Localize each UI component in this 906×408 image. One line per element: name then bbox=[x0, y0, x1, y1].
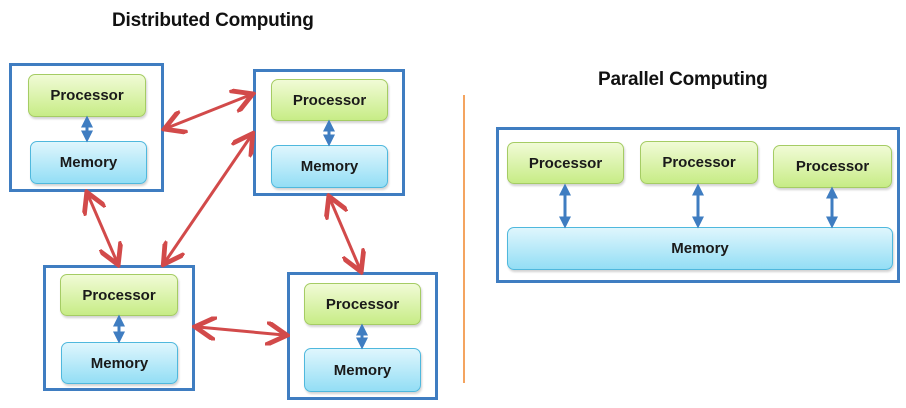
processor-box: Processor bbox=[271, 79, 388, 121]
network-link-arrow bbox=[198, 327, 284, 335]
processor-box: Processor bbox=[28, 74, 146, 117]
network-link-arrow bbox=[88, 195, 117, 262]
processor-box: Processor bbox=[304, 283, 421, 325]
processor-box: Processor bbox=[773, 145, 892, 188]
memory-box: Memory bbox=[271, 145, 388, 188]
shared-memory-box: Memory bbox=[507, 227, 893, 270]
memory-box: Memory bbox=[30, 141, 147, 184]
processor-box: Processor bbox=[507, 142, 624, 184]
section-divider bbox=[463, 95, 465, 383]
network-link-arrow bbox=[330, 199, 360, 269]
processor-box: Processor bbox=[60, 274, 178, 316]
parallel-computing-title: Parallel Computing bbox=[598, 69, 768, 90]
memory-box: Memory bbox=[61, 342, 178, 384]
memory-box: Memory bbox=[304, 348, 421, 392]
processor-box: Processor bbox=[640, 141, 758, 184]
network-link-arrow bbox=[165, 136, 251, 262]
network-link-arrow bbox=[167, 95, 250, 128]
distributed-computing-title: Distributed Computing bbox=[112, 10, 314, 31]
